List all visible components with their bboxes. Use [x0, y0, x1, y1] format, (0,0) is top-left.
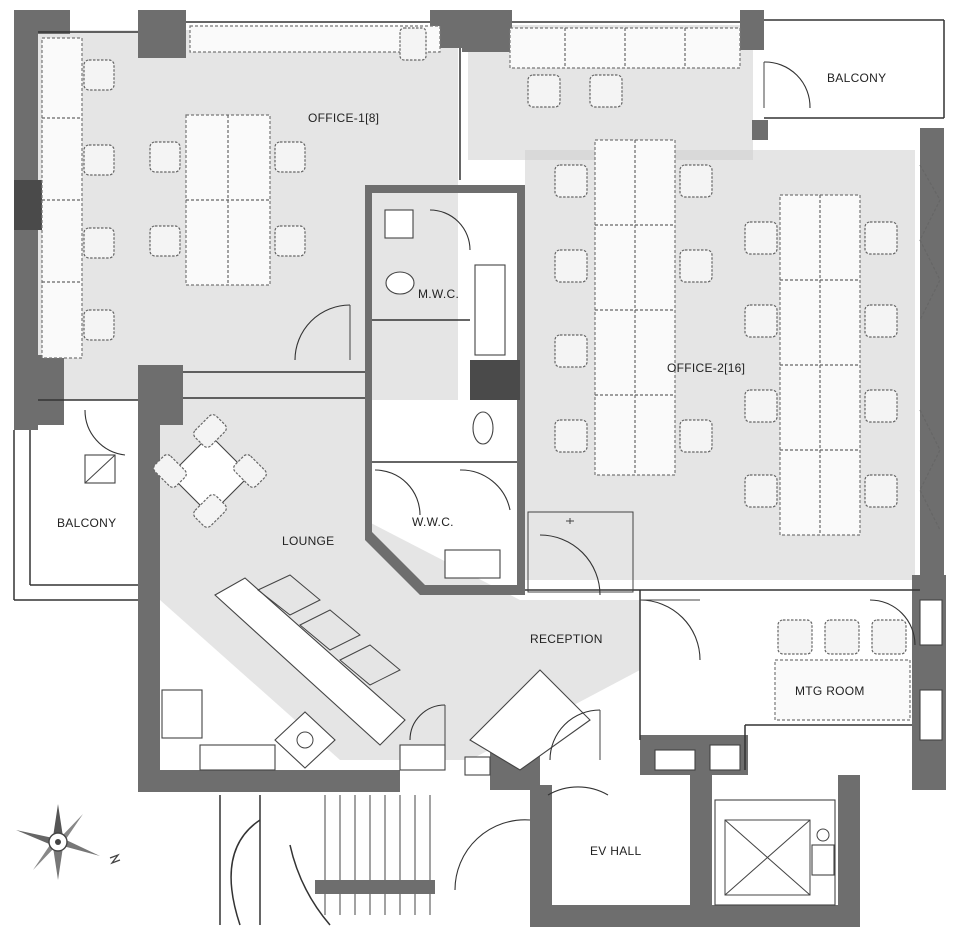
ev-hall-label: EV HALL	[590, 844, 641, 858]
reception-label: RECEPTION	[530, 632, 603, 646]
lounge-label: LOUNGE	[282, 534, 334, 548]
wwc-label: W.W.C.	[412, 515, 454, 529]
room-labels: OFFICE-1[8] OFFICE-2[16] BALCONY BALCONY…	[57, 71, 886, 858]
reception-furniture	[399, 599, 701, 776]
toilet-core	[365, 185, 525, 595]
office2-top-furniture	[509, 27, 811, 109]
office1-label: OFFICE-1[8]	[308, 111, 379, 125]
office1-furniture	[41, 25, 441, 361]
lounge-furniture	[153, 414, 406, 771]
balcony-left-label: BALCONY	[57, 516, 116, 530]
mtg-room-furniture	[774, 599, 943, 741]
mwc-label: M.W.C.	[418, 287, 459, 301]
balcony-top-label: BALCONY	[827, 71, 886, 85]
office2-furniture	[554, 139, 941, 536]
outer-walls	[14, 10, 946, 927]
mtg-room-label: MTG ROOM	[795, 684, 865, 698]
compass-rose-icon	[16, 804, 121, 880]
balcony-left-details	[84, 409, 126, 484]
stairs	[219, 795, 435, 926]
ev-hall	[454, 744, 836, 906]
office2-label: OFFICE-2[16]	[667, 361, 745, 375]
outline-lines	[13, 19, 945, 770]
storage-room	[527, 511, 634, 596]
